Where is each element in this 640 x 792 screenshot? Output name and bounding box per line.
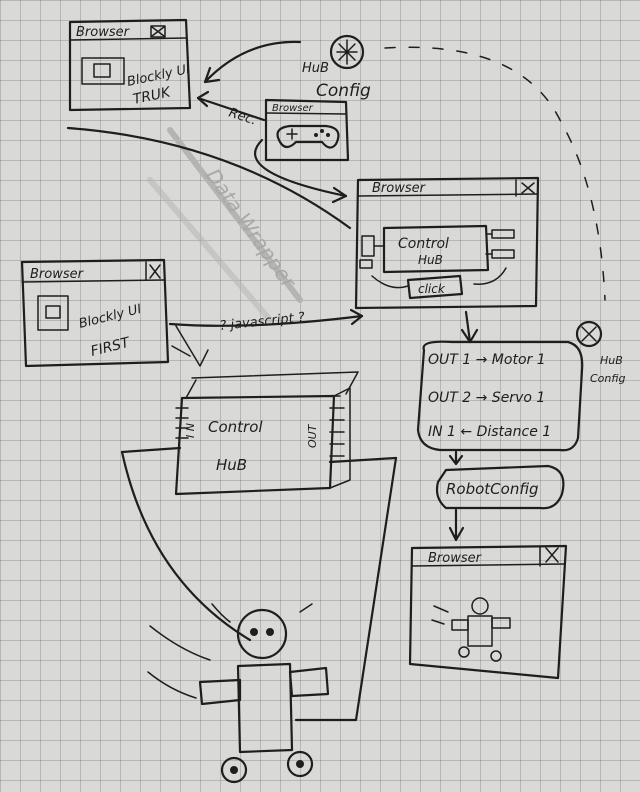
browser-title-robot: Browser <box>428 551 483 566</box>
input-pins <box>175 407 189 439</box>
hub-device-line1: Control <box>208 418 263 436</box>
robotconfig-hub-label-1: HuB <box>600 354 623 367</box>
close-icon <box>539 545 559 567</box>
scribble-mark <box>171 325 209 367</box>
click-button-label: click <box>418 282 446 296</box>
control-hub-device: I N OUT Control HuB <box>120 371 398 722</box>
arrow-truk-to-controlhub <box>66 126 352 230</box>
browser-window-robot: Browser <box>408 544 568 680</box>
browser-title-first: Browser <box>30 267 85 282</box>
control-hub-screen-line1: Control <box>398 236 449 252</box>
arrow-first-to-controlhub: ? javascript ? <box>168 308 364 367</box>
javascript-question: ? javascript ? <box>219 310 306 334</box>
robot-config-panel: OUT 1 → Motor 1 OUT 2 → Servo 1 IN 1 ← D… <box>416 320 625 542</box>
output-port-1 <box>491 229 515 239</box>
mapping-in1: IN 1 ← Distance 1 <box>428 424 551 440</box>
arrow-gamepad-to-controlhub <box>254 138 348 204</box>
robot-figure-small <box>431 597 511 662</box>
input-port-block <box>361 235 375 257</box>
rec-label: Rec. <box>227 106 259 129</box>
browser-window-control-hub: Browser Control HuB click <box>354 176 540 310</box>
funnel-left <box>120 450 252 642</box>
browser-title-truk: Browser <box>76 25 131 40</box>
arrow-gamepad-to-truk: Rec. <box>196 90 266 129</box>
robot-config-title: RobotConfig <box>446 480 539 498</box>
browser-window-gamepad: Browser <box>264 98 350 162</box>
arrow-hubconfig-to-truk <box>203 40 302 84</box>
gamepad-icon <box>276 124 340 149</box>
output-pins <box>329 407 345 457</box>
browser-window-blockly-truk: Browser Blockly UI TRUK <box>68 18 192 112</box>
robotconfig-hub-label-2: Config <box>590 372 625 385</box>
hub-input-pins-label: I N <box>184 423 197 438</box>
hub-config-line2: Config <box>316 81 371 101</box>
funnel-right <box>294 456 398 722</box>
mapping-out1: OUT 1 → Motor 1 <box>428 352 546 368</box>
dashed-link-curve <box>384 46 606 301</box>
faint-erased-marks: Data Wrapper <box>147 127 303 323</box>
hub-config-top: HuB Config <box>302 34 371 101</box>
close-icon <box>521 182 535 194</box>
mapping-out2: OUT 2 → Servo 1 <box>428 390 545 406</box>
browser-title-control-hub: Browser <box>372 181 427 196</box>
blockly-first-line1: Blockly UI <box>77 302 143 332</box>
close-icon <box>145 261 161 281</box>
close-icon <box>151 26 165 37</box>
faint-caption: Data Wrapper <box>201 164 302 294</box>
hub-star-icon <box>581 326 597 342</box>
click-button <box>406 274 464 300</box>
hub-device-line2: HuB <box>216 456 247 474</box>
hub-star-icon <box>336 39 358 65</box>
output-port-2 <box>491 249 515 259</box>
control-hub-screen-line2: HuB <box>418 253 443 267</box>
hub-config-line1: HuB <box>302 61 329 76</box>
browser-title-gamepad: Browser <box>272 103 314 114</box>
arrow-browser-to-robotconfig <box>460 310 479 344</box>
hub-output-pins-label: OUT <box>306 423 319 448</box>
browser-window-blockly-first: Browser Blockly UI FIRST <box>20 258 170 368</box>
robot-figure-large <box>147 603 330 784</box>
input-port-small <box>359 259 373 269</box>
blockly-first-line2: FIRST <box>89 334 132 359</box>
